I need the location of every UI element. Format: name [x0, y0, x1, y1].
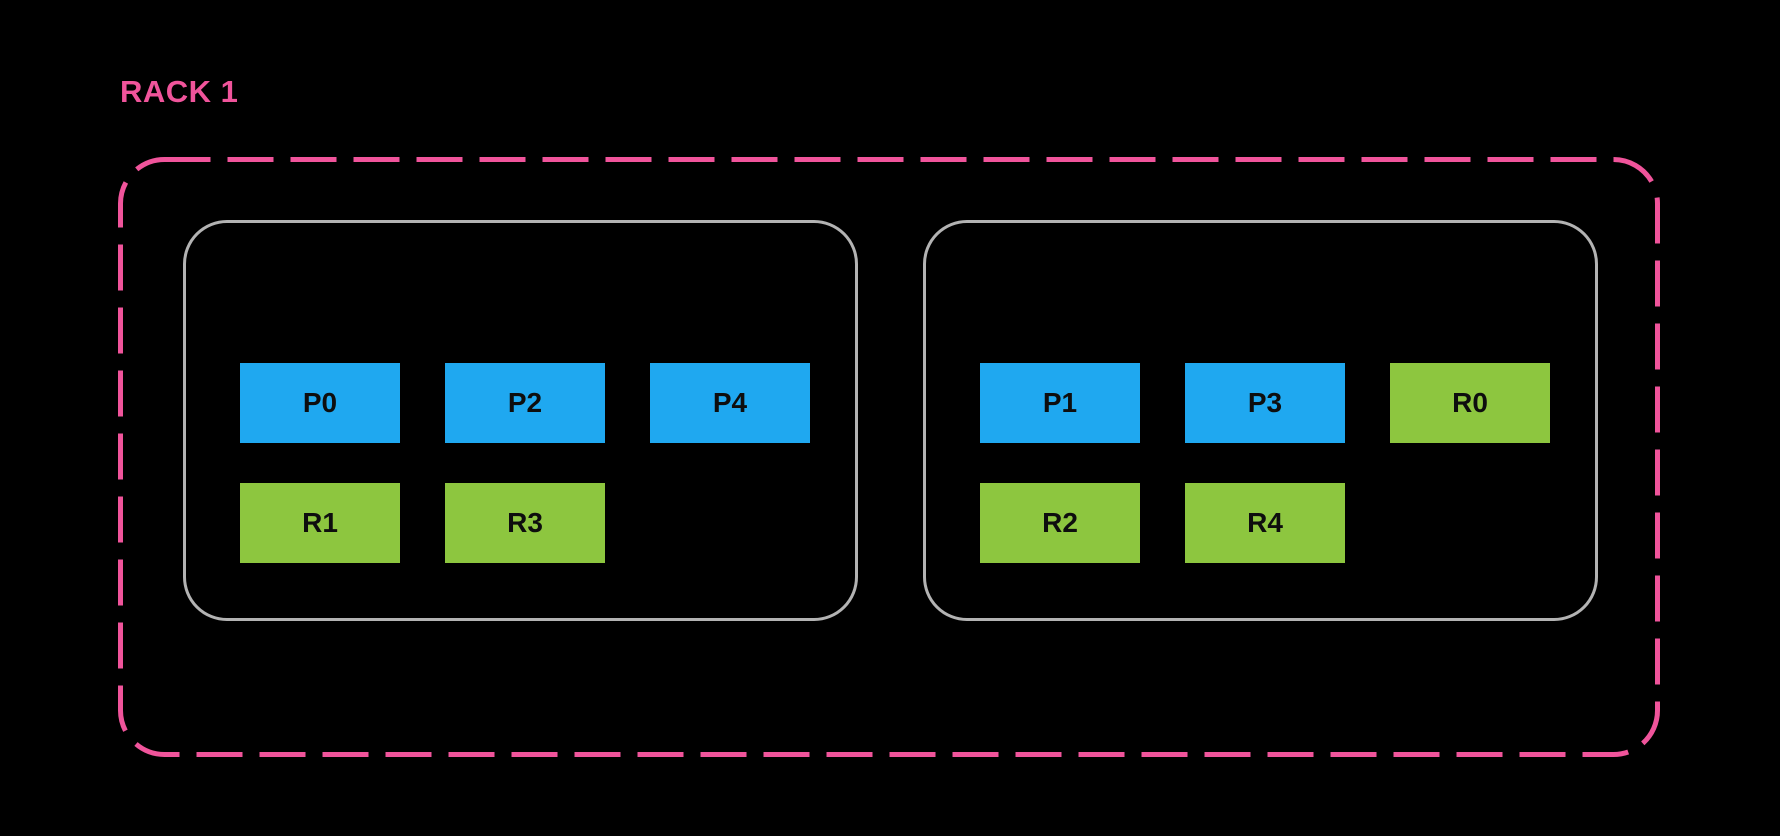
node-box-p1: P1: [980, 363, 1140, 443]
node-label: R3: [507, 507, 543, 538]
host-box-left: P0 P2 P4 R1 R3: [183, 220, 858, 621]
rack-dashed-border: [118, 157, 1660, 757]
node-label: R4: [1247, 507, 1283, 538]
node-label: R2: [1042, 507, 1078, 538]
host-right-row-replicas: R2 R4: [980, 483, 1345, 563]
node-box-p4: P4: [650, 363, 810, 443]
node-label: R1: [302, 507, 338, 538]
node-label: P4: [712, 387, 748, 418]
node-label: R0: [1452, 387, 1488, 418]
node-box-r4: R4: [1185, 483, 1345, 563]
rack-boundary: [118, 157, 1660, 757]
node-label: P3: [1247, 387, 1283, 418]
node-box-r1: R1: [240, 483, 400, 563]
rack-title: RACK 1: [120, 74, 239, 109]
node-box-r3: R3: [445, 483, 605, 563]
host-left-row-partitions: P0 P2 P4: [240, 363, 810, 443]
node-label: P1: [1042, 387, 1078, 418]
node-label: P2: [507, 387, 543, 418]
host-box-right: P1 P3 R0 R2 R4: [923, 220, 1598, 621]
node-box-r2: R2: [980, 483, 1140, 563]
host-left-row-replicas: R1 R3: [240, 483, 605, 563]
node-box-p2: P2: [445, 363, 605, 443]
node-box-p0: P0: [240, 363, 400, 443]
node-box-r0: R0: [1390, 363, 1550, 443]
host-right-row-partitions: P1 P3 R0: [980, 363, 1550, 443]
node-box-p3: P3: [1185, 363, 1345, 443]
node-label: P0: [302, 387, 338, 418]
